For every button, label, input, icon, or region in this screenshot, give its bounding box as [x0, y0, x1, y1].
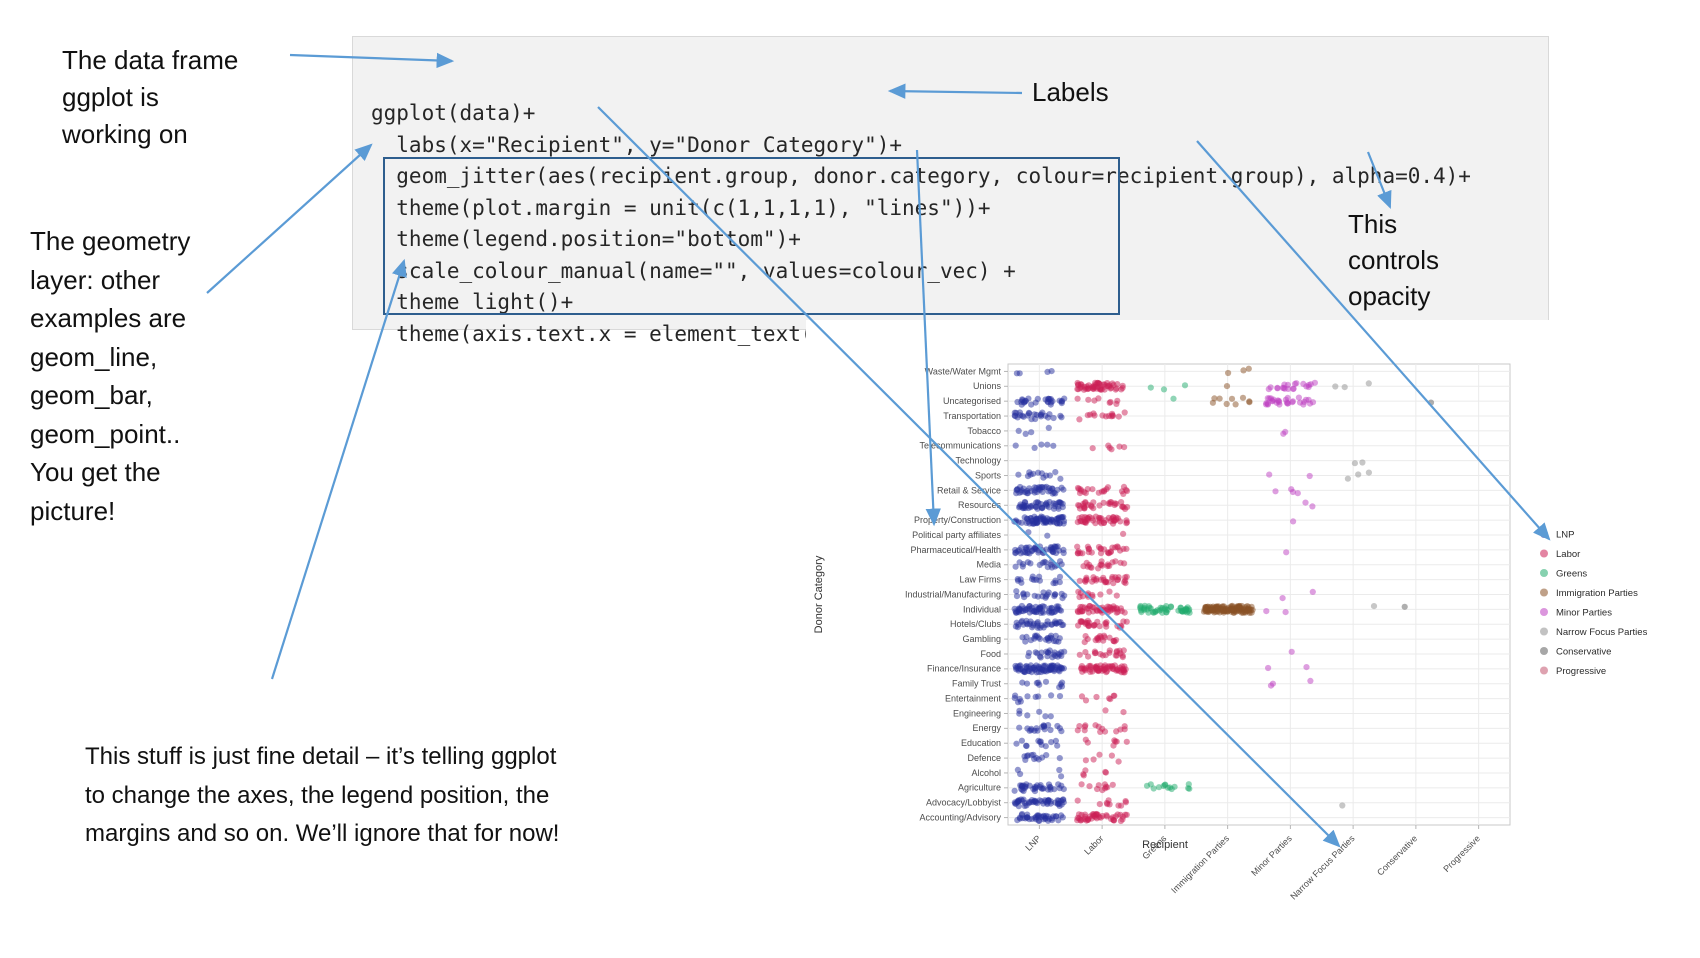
- x-axis-label: Conservative: [1375, 833, 1419, 877]
- y-axis-label: Retail & Service: [937, 485, 1001, 495]
- legend-swatch: [1540, 666, 1548, 675]
- code-line-7: theme_light()+: [371, 290, 574, 314]
- y-axis-label: Uncategorised: [943, 396, 1001, 406]
- y-axis-label: Engineering: [953, 708, 1001, 718]
- annotation-geometry: The geometry layer: other examples are g…: [30, 226, 191, 526]
- legend-item: Labor: [1540, 549, 1580, 560]
- y-axis-label: Family Trust: [952, 679, 1002, 689]
- x-axis-label: Narrow Focus Parties: [1288, 833, 1357, 902]
- annotation-fine-detail: This stuff is just fine detail – it’s te…: [85, 743, 560, 847]
- y-axis-label: Transportation: [943, 411, 1001, 421]
- legend-item: Greens: [1540, 568, 1587, 579]
- legend-item: Immigration Parties: [1540, 588, 1638, 599]
- legend-swatch: [1540, 569, 1548, 577]
- legend-label: Labor: [1556, 549, 1580, 560]
- y-axis-label: Resources: [958, 500, 1002, 510]
- y-axis-label: Education: [961, 738, 1001, 748]
- legend-swatch: [1540, 588, 1548, 597]
- legend-item: Narrow Focus Parties: [1540, 627, 1648, 638]
- y-axis-label: Gambling: [962, 634, 1001, 644]
- legend-swatch: [1540, 627, 1548, 636]
- y-axis-label: Finance/Insurance: [927, 664, 1001, 674]
- y-axis-label: Tobacco: [967, 426, 1001, 436]
- legend-label: Minor Parties: [1556, 607, 1612, 618]
- legend-swatch: [1540, 647, 1548, 655]
- legend-label: Progressive: [1556, 666, 1606, 677]
- y-axis-label: Food: [980, 649, 1001, 659]
- y-axis-label: Telecommunications: [919, 441, 1001, 451]
- x-axis-title: Recipient: [1142, 839, 1188, 851]
- y-axis-label: Energy: [972, 723, 1001, 733]
- legend-swatch: [1540, 608, 1548, 616]
- annotation-data-frame: The data frame ggplot is working on: [62, 45, 239, 149]
- x-axis-label: LNP: [1023, 833, 1042, 852]
- legend-label: Immigration Parties: [1556, 588, 1638, 599]
- legend-swatch: [1540, 549, 1548, 558]
- y-axis-label: Law Firms: [959, 575, 1001, 585]
- y-axis-label: Property/Construction: [914, 515, 1001, 525]
- y-axis-label: Accounting/Advisory: [919, 812, 1001, 822]
- y-axis-label: Waste/Water Mgmt: [925, 366, 1002, 376]
- y-axis-label: Entertainment: [945, 693, 1002, 703]
- y-axis-label: Individual: [963, 604, 1001, 614]
- y-axis-label: Advocacy/Lobbyist: [926, 798, 1002, 808]
- legend-item: Minor Parties: [1540, 607, 1612, 618]
- y-axis-label: Agriculture: [958, 783, 1001, 793]
- y-axis-label: Sports: [975, 470, 1002, 480]
- legend-label: Greens: [1556, 568, 1587, 579]
- legend-label: LNP: [1556, 529, 1574, 540]
- y-axis-label: Pharmaceutical/Health: [910, 545, 1001, 555]
- x-axis-label: Progressive: [1441, 833, 1482, 874]
- y-axis-label: Political party affiliates: [912, 530, 1001, 540]
- legend-item: Conservative: [1540, 646, 1611, 657]
- legend-item: Progressive: [1540, 666, 1606, 677]
- y-axis-label: Alcohol: [971, 768, 1001, 778]
- y-axis-label: Defence: [967, 753, 1001, 763]
- y-axis-title: Donor Category: [813, 555, 825, 633]
- annotation-labels: Labels: [1032, 77, 1109, 107]
- y-axis-label: Media: [976, 560, 1001, 570]
- x-axis-label: Minor Parties: [1249, 833, 1294, 878]
- code-line-1: ggplot(data)+: [371, 101, 536, 125]
- y-axis-label: Unions: [973, 381, 1002, 391]
- legend-label: Conservative: [1556, 646, 1611, 657]
- y-axis-label: Industrial/Manufacturing: [905, 589, 1001, 599]
- legend-label: Narrow Focus Parties: [1556, 627, 1648, 638]
- y-axis-label: Hotels/Clubs: [950, 619, 1002, 629]
- legend-swatch: [1540, 530, 1548, 538]
- y-axis-labels: Waste/Water MgmtUnionsUncategorisedTrans…: [905, 366, 1008, 822]
- legend-item: LNP: [1540, 529, 1574, 540]
- x-axis-label: Labor: [1082, 833, 1105, 856]
- y-axis-label: Technology: [955, 456, 1001, 466]
